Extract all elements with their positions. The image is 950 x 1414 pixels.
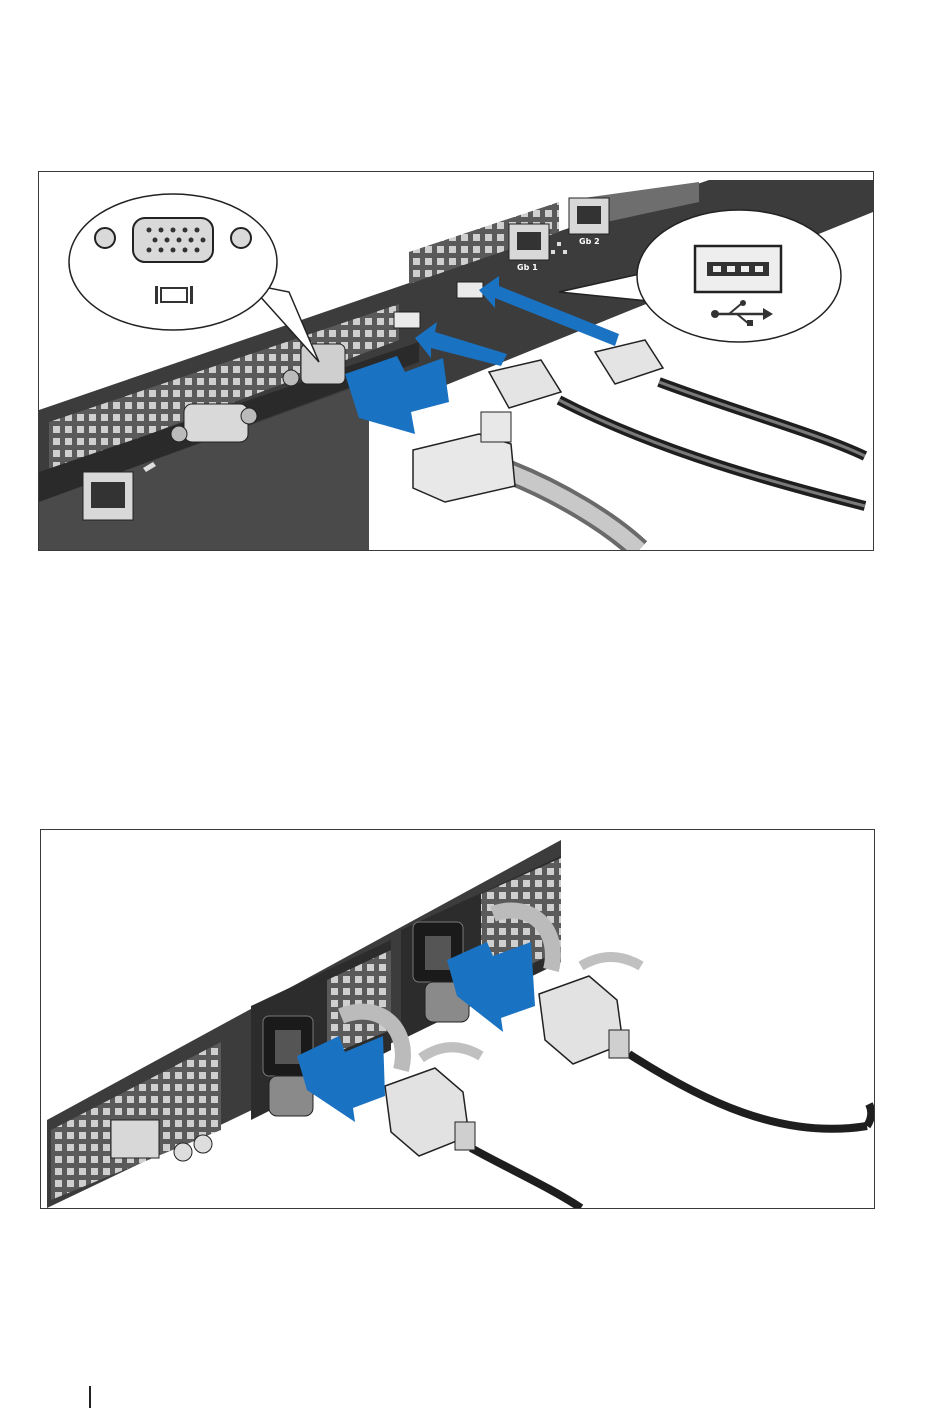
- page-footer-rule: [89, 1386, 91, 1408]
- usb-port-a: [394, 312, 420, 328]
- figure-connect-power: [40, 829, 875, 1209]
- management-nic-port: [83, 472, 133, 520]
- power-cable-2: [539, 976, 871, 1129]
- svg-text:Gb 1: Gb 1: [517, 263, 538, 272]
- peripherals-illustration: Gb 1 Gb 2: [39, 172, 873, 550]
- figure-connect-peripherals: Gb 1 Gb 2: [38, 171, 874, 551]
- svg-text:Gb 2: Gb 2: [579, 237, 600, 246]
- vga-cable: [413, 412, 639, 550]
- power-illustration: [41, 830, 874, 1208]
- vga-port-rear: [171, 404, 257, 442]
- power-cable-1: [385, 1068, 581, 1208]
